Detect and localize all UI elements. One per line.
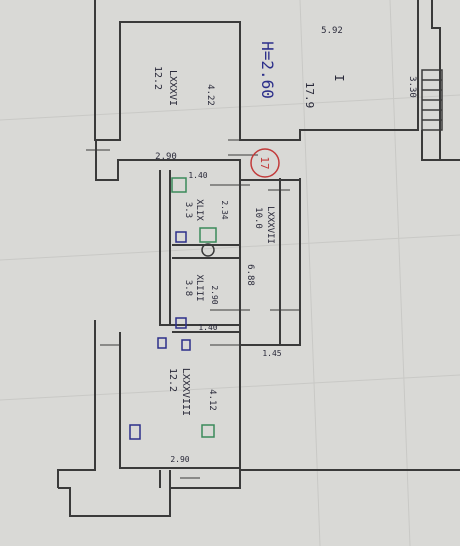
toilet-icon — [199, 227, 217, 243]
dimension: 2.90 — [155, 152, 177, 162]
outlet-icon — [157, 337, 167, 349]
room-area: 3.3 — [183, 202, 193, 218]
room-name: LXXXVI — [167, 70, 178, 106]
dimension: 3.30 — [407, 76, 417, 98]
room-name: XLIX — [194, 199, 204, 221]
stove-icon — [201, 424, 215, 438]
outlet-icon — [175, 317, 187, 329]
outlet-icon — [175, 231, 187, 243]
dimension: 6.88 — [245, 264, 255, 286]
dimension: 1.40 — [188, 171, 207, 180]
dimension: 1.45 — [262, 349, 281, 358]
room-area: 10.0 — [253, 207, 263, 229]
room-labels: I 17.9 LXXXVI 12.2 LXXXVII 10.0 XLIX 3.3… — [152, 66, 346, 416]
apartment-stamp — [250, 148, 280, 178]
outlet-icon — [181, 339, 191, 351]
room-area: 17.9 — [303, 82, 316, 109]
dimension: 2.90 — [170, 455, 189, 464]
height-note: H=2.60 — [258, 41, 277, 99]
outlet-icon — [129, 424, 141, 440]
dimension: 5.92 — [321, 26, 343, 36]
stair — [421, 69, 443, 131]
room-name: LXXXVIII — [180, 368, 191, 416]
room-name: LXXXVII — [265, 206, 275, 244]
apartment-number: 17 — [258, 156, 271, 169]
dimension: 4.22 — [205, 84, 215, 106]
room-name: XLIII — [194, 274, 204, 301]
walls — [57, 0, 460, 517]
fixtures — [129, 177, 217, 440]
room-area: 12.2 — [167, 368, 178, 392]
dimension: 2.90 — [210, 285, 219, 304]
drain-icon — [201, 243, 215, 257]
room-name: I — [332, 74, 346, 81]
door-ticks — [86, 139, 300, 479]
sink-icon — [171, 177, 187, 193]
room-area: 12.2 — [152, 66, 163, 90]
room-area: 3.8 — [183, 280, 193, 296]
dimension-labels: 5.92 3.30 4.22 2.90 1.40 2.34 6.88 2.90 … — [155, 26, 417, 464]
dimension: 4.12 — [207, 389, 217, 411]
dimension: 2.34 — [220, 200, 229, 219]
dimension: 1.40 — [198, 323, 217, 332]
